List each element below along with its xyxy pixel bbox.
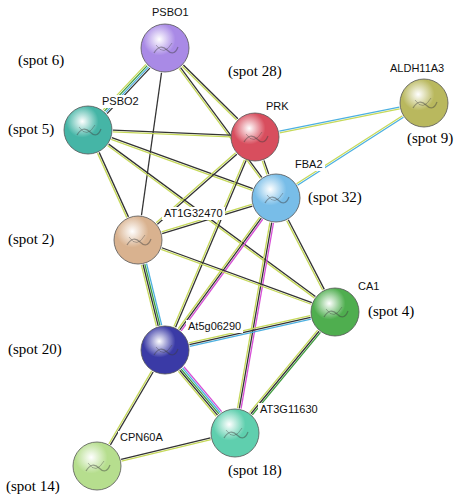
interaction-edge — [178, 367, 221, 416]
spot-label: (spot 18) — [226, 462, 284, 479]
protein-name: PSBO1 — [150, 6, 191, 19]
interaction-edge — [113, 130, 230, 137]
protein-node: FBA2(spot 32) — [251, 173, 301, 223]
node-sphere — [399, 78, 449, 128]
protein-node: PRK(spot 28) — [230, 112, 280, 162]
node-sphere — [113, 215, 163, 265]
spot-label: (spot 6) — [16, 52, 66, 69]
protein-node: AT1G32470(spot 2) — [113, 215, 163, 265]
node-sphere — [210, 408, 260, 458]
spot-label: (spot 14) — [4, 478, 62, 495]
node-sphere — [251, 173, 301, 223]
protein-node: ALDH11A3(spot 9) — [399, 78, 449, 128]
spot-label: (spot 4) — [366, 303, 416, 320]
node-sphere — [310, 287, 360, 337]
protein-name: CA1 — [356, 280, 381, 293]
protein-node: At5g06290(spot 20) — [140, 325, 190, 375]
spot-label: (spot 2) — [6, 231, 56, 248]
spot-label: (spot 32) — [306, 189, 364, 206]
spot-label: (spot 28) — [226, 63, 284, 80]
protein-name: ALDH11A3 — [388, 62, 446, 75]
interaction-edge — [297, 116, 404, 186]
protein-name: At5g06290 — [186, 320, 243, 333]
interaction-edge — [98, 152, 129, 217]
protein-node: AT3G11630(spot 18) — [210, 408, 260, 458]
protein-node: CA1(spot 4) — [310, 287, 360, 337]
spot-label: (spot 9) — [405, 130, 455, 147]
protein-name: PSBO2 — [100, 95, 141, 108]
protein-name: PRK — [264, 100, 291, 113]
protein-name: FBA2 — [293, 158, 325, 171]
node-sphere — [140, 325, 190, 375]
interaction-edge — [287, 220, 325, 290]
interaction-edge — [141, 264, 161, 327]
spot-label: (spot 5) — [6, 121, 56, 138]
protein-name: AT1G32470 — [162, 207, 225, 220]
protein-name: CPN60A — [118, 431, 165, 444]
protein-name: AT3G11630 — [258, 403, 320, 416]
interaction-edge — [156, 153, 237, 224]
interaction-edge — [162, 204, 253, 233]
interaction-edge — [141, 73, 161, 215]
protein-node: PSBO2(spot 5) — [63, 105, 113, 155]
interaction-edge — [108, 144, 316, 298]
interaction-edge — [238, 222, 274, 408]
node-sphere — [63, 105, 113, 155]
protein-node: CPN60A(spot 14) — [72, 441, 122, 491]
interaction-edge — [174, 160, 246, 328]
spot-label: (spot 20) — [6, 341, 64, 358]
node-sphere — [140, 23, 190, 73]
interaction-edge — [161, 248, 312, 305]
interaction-edge — [262, 160, 268, 174]
node-sphere — [230, 112, 280, 162]
interaction-edge — [178, 217, 262, 331]
node-sphere — [72, 441, 122, 491]
protein-node: PSBO1(spot 6) — [140, 23, 190, 73]
